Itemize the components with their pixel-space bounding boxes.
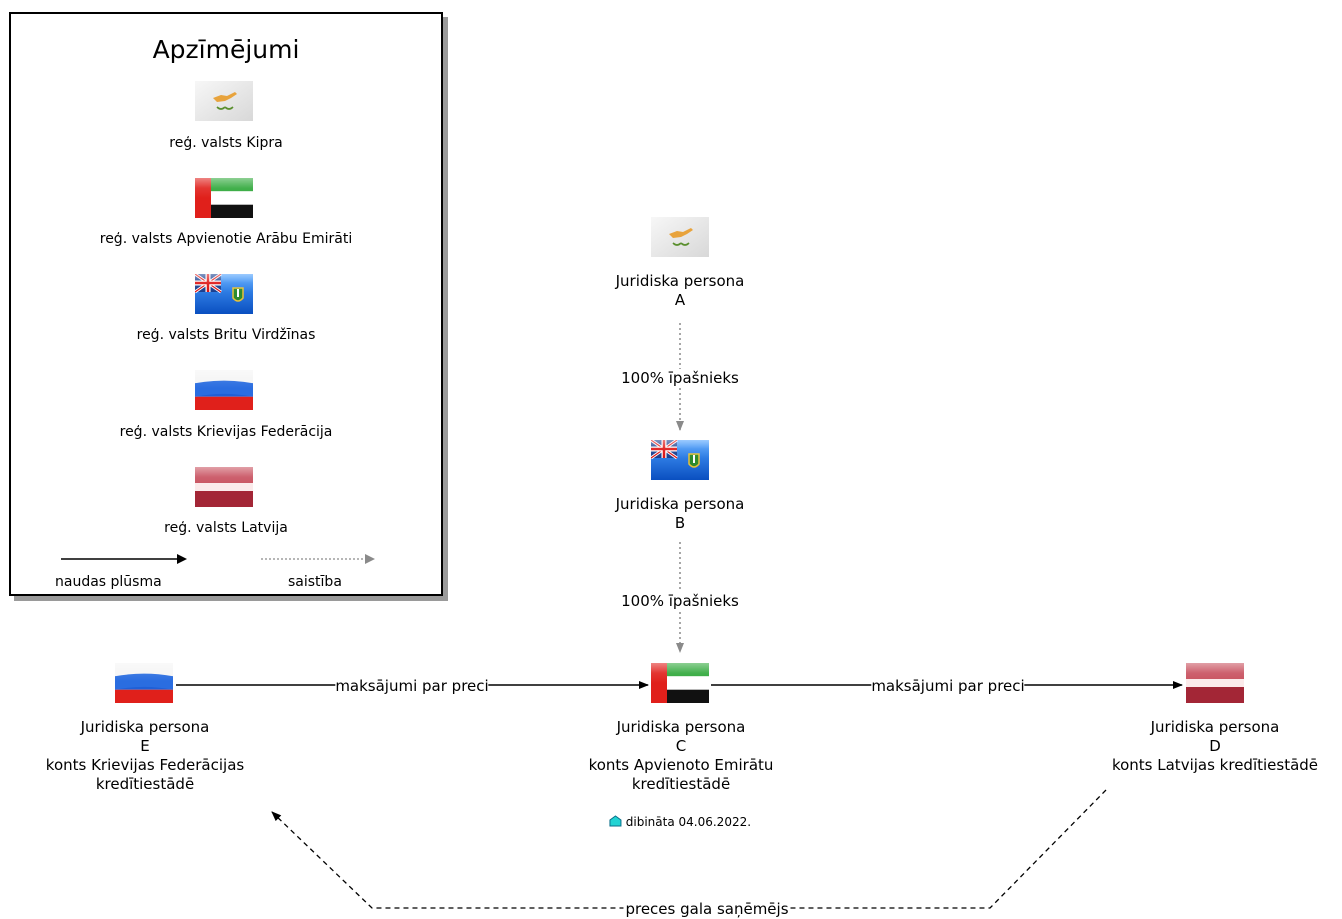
node-c-line4: kredītiestādē: [631, 775, 731, 793]
bvi-flag-icon: [651, 440, 709, 480]
node-c-founded: dibināta 04.06.2022.: [609, 815, 751, 829]
node-e-line4: kredītiestādē: [95, 775, 195, 793]
home-icon: [609, 815, 622, 827]
node-b-line2: B: [674, 514, 686, 532]
legend-item-label: reģ. valsts Apvienotie Arābu Emirāti: [99, 231, 353, 247]
legend-money-flow-label: naudas plūsma: [55, 574, 162, 590]
legend-item-label: reģ. valsts Latvija: [164, 520, 288, 536]
edge-label-c-d: maksājumi par preci: [871, 677, 1025, 695]
edge-label-b-c: 100% īpašnieks: [621, 592, 739, 610]
edge-d-e: [271, 789, 1107, 909]
node-b-line1: Juridiska persona: [615, 495, 745, 513]
relation-arrow-icon: [261, 554, 375, 564]
legend-relation-label: saistība: [288, 574, 342, 590]
node-e-line3: konts Krievijas Federācijas: [45, 756, 245, 774]
founded-date: dibināta 04.06.2022.: [625, 815, 752, 829]
node-c-line3: konts Apvienoto Emirātu: [588, 756, 774, 774]
node-d-line2: D: [1209, 737, 1221, 755]
node-d-line3: konts Latvijas kredītiestādē: [1111, 756, 1319, 774]
legend-box: Apzīmējumi reģ. valsts Kipra reģ. valsts…: [9, 12, 443, 596]
russia-flag-icon: [115, 663, 173, 703]
node-d-line1: Juridiska persona: [1150, 718, 1280, 736]
edge-label-d-e: preces gala saņēmējs: [623, 900, 791, 918]
node-e-line2: E: [140, 737, 150, 755]
node-c-line2: C: [675, 737, 687, 755]
uae-flag-icon: [651, 663, 709, 703]
node-b-label[interactable]: Juridiska persona B: [616, 495, 745, 533]
node-a-line1: Juridiska persona: [615, 272, 745, 290]
node-a-line2: A: [674, 291, 686, 309]
legend-item-label: reģ. valsts Britu Virdžīnas: [136, 327, 316, 343]
node-e-label[interactable]: Juridiska persona E konts Krievijas Fede…: [46, 718, 244, 794]
legend-title: Apzīmējumi: [152, 35, 300, 64]
node-d-label[interactable]: Juridiska persona D konts Latvijas kredī…: [1112, 718, 1318, 775]
node-a-label[interactable]: Juridiska persona A: [616, 272, 745, 310]
node-c-line1: Juridiska persona: [616, 718, 746, 736]
cyprus-flag-icon: [651, 217, 709, 257]
node-e-line1: Juridiska persona: [80, 718, 210, 736]
edge-label-a-b: 100% īpašnieks: [621, 369, 739, 387]
money-flow-arrow-icon: [61, 554, 187, 564]
node-c-label[interactable]: Juridiska persona C konts Apvienoto Emir…: [589, 718, 774, 794]
legend-item-label: reģ. valsts Kipra: [169, 135, 283, 151]
latvia-flag-icon: [1186, 663, 1244, 703]
edge-label-e-c: maksājumi par preci: [335, 677, 489, 695]
legend-item-label: reģ. valsts Krievijas Federācija: [119, 424, 333, 440]
